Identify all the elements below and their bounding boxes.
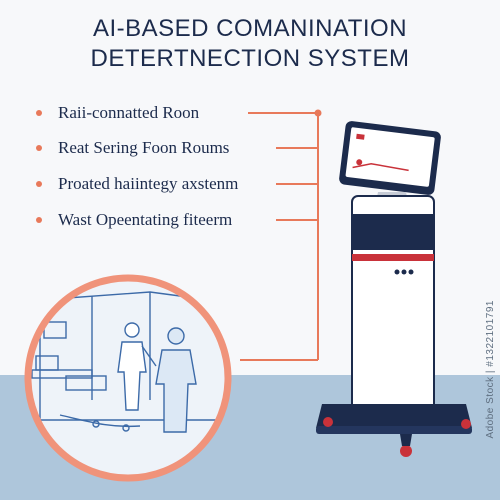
feature-label: Wast Opeentating fiteerm xyxy=(58,210,233,229)
feature-label: Proated haiintegy axstenm xyxy=(58,174,239,193)
bullet-dot-icon xyxy=(36,145,42,151)
feature-label: Reat Sering Foon Roums xyxy=(58,138,230,157)
kiosk-device-icon xyxy=(316,121,472,457)
title-line-1: AI-BASED COMANINATION xyxy=(92,15,408,42)
bullet-dot-icon xyxy=(36,181,42,187)
feature-item: Wast Opeentating fiteerm xyxy=(36,209,232,231)
feature-item: Reat Sering Foon Roums xyxy=(36,137,229,159)
feature-label: Raii-connatted Roon xyxy=(58,103,200,122)
bullet-dot-icon xyxy=(36,217,42,223)
cleanroom-scene-illustration xyxy=(24,274,232,482)
title-line-2: DETERTNECTION SYSTEM xyxy=(90,45,410,72)
bullet-dot-icon xyxy=(36,110,42,116)
stock-watermark: Adobe Stock | #1322101791 xyxy=(485,300,496,439)
feature-item: Raii-connatted Roon xyxy=(36,102,199,124)
page-title: AI-BASED COMANINATION DETERTNECTION SYST… xyxy=(0,14,500,74)
feature-item: Proated haiintegy axstenm xyxy=(36,173,238,195)
